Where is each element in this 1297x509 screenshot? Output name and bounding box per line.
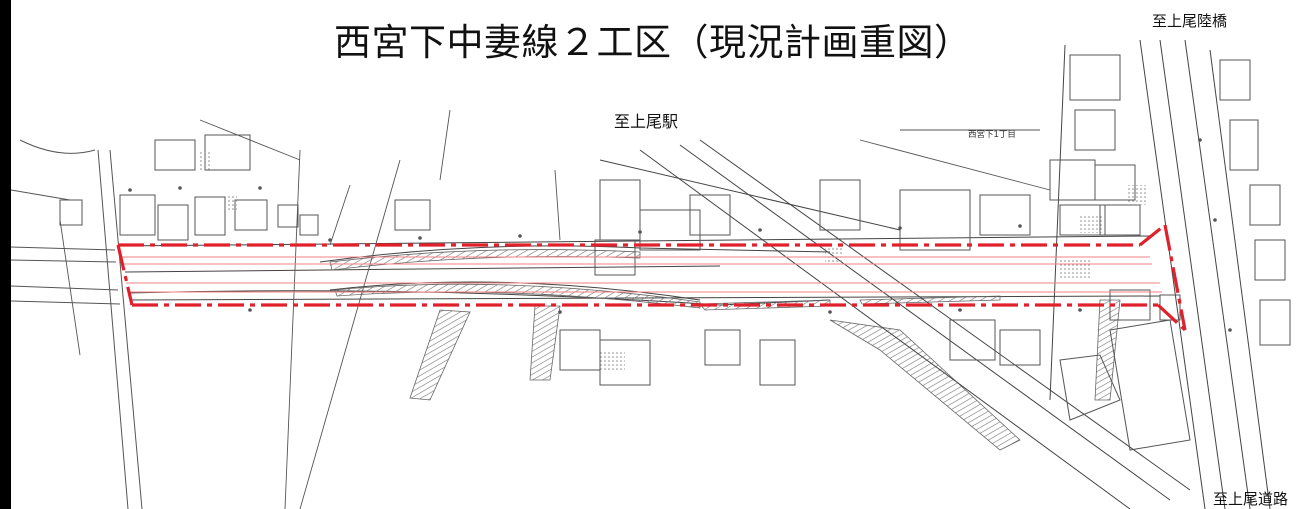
- map-title: 西宮下中妻線２工区（現況計画重図）: [334, 21, 972, 64]
- label-to-station: 至上尾駅: [614, 112, 679, 131]
- left-cross-street: [10, 139, 143, 509]
- label-district: 西宮下1丁目: [968, 130, 1016, 140]
- survey-marks: [128, 138, 1232, 332]
- plan-centerlines: [122, 256, 1162, 293]
- label-to-bridge: 至上尾陸橋: [1152, 12, 1228, 30]
- right-highway: [1049, 39, 1271, 509]
- plan-boundary: [116, 223, 1187, 332]
- side-streets: [59, 109, 1051, 509]
- shaded-zones: [198, 150, 1146, 370]
- label-to-road: 至上尾道路: [1213, 490, 1289, 508]
- left-border: [0, 0, 11, 509]
- diagonal-road: [599, 139, 1191, 509]
- embankment-hatching: [329, 249, 1121, 451]
